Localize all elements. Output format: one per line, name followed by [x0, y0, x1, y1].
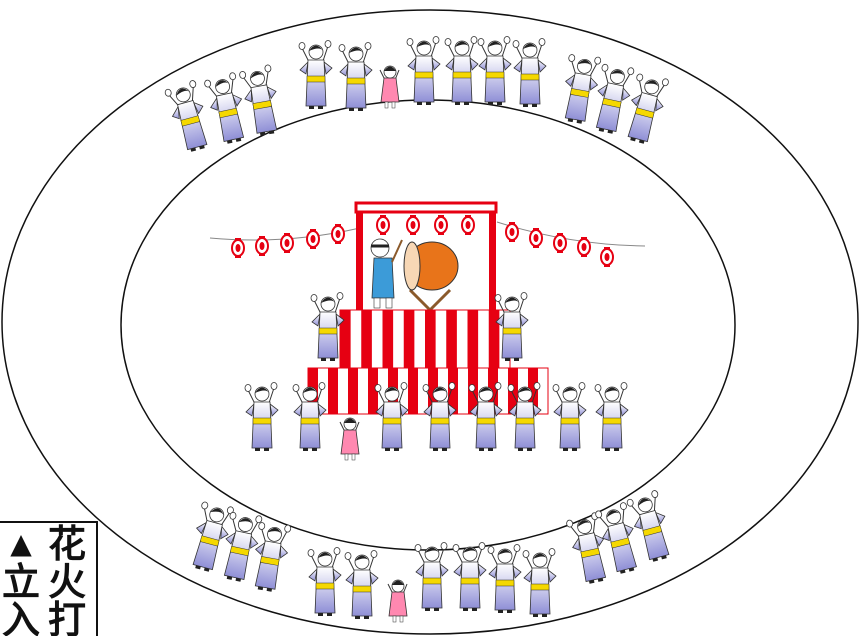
stage-stripe [468, 310, 479, 368]
stage-stripe [361, 310, 372, 368]
drum-tower [356, 203, 496, 310]
outer-dancers-top [164, 37, 670, 155]
sign-column-right: 花 火 打 [48, 525, 86, 636]
inner-dancers [245, 383, 628, 461]
sign-char: 花 [48, 525, 86, 563]
entry-notice-sign: ▲ 立 入 花 火 打 [0, 521, 98, 636]
stage-stripe [408, 368, 418, 414]
sign-char: 立 [2, 563, 40, 601]
sign-column-left: ▲ 立 入 [2, 525, 40, 636]
stage-dancer-left [311, 293, 344, 362]
stage-stripe [425, 310, 436, 368]
stage-stripe [446, 310, 457, 368]
sign-char: 入 [2, 601, 40, 636]
stage-stripe [383, 310, 394, 368]
stage-stripe [348, 368, 358, 414]
warning-triangle-icon: ▲ [10, 525, 32, 563]
drummer [371, 239, 402, 308]
stage-stripe [404, 310, 415, 368]
sign-char: 打 [48, 601, 86, 636]
taiko-drum [404, 242, 458, 310]
lantern-string-right [497, 222, 645, 267]
stage-stripe [489, 310, 500, 368]
stage-upper-tier [340, 310, 510, 368]
sign-char: 火 [48, 563, 86, 601]
stage-stripe [328, 368, 338, 414]
lantern-string-left [210, 224, 360, 258]
outer-dancers-bottom [186, 490, 676, 622]
